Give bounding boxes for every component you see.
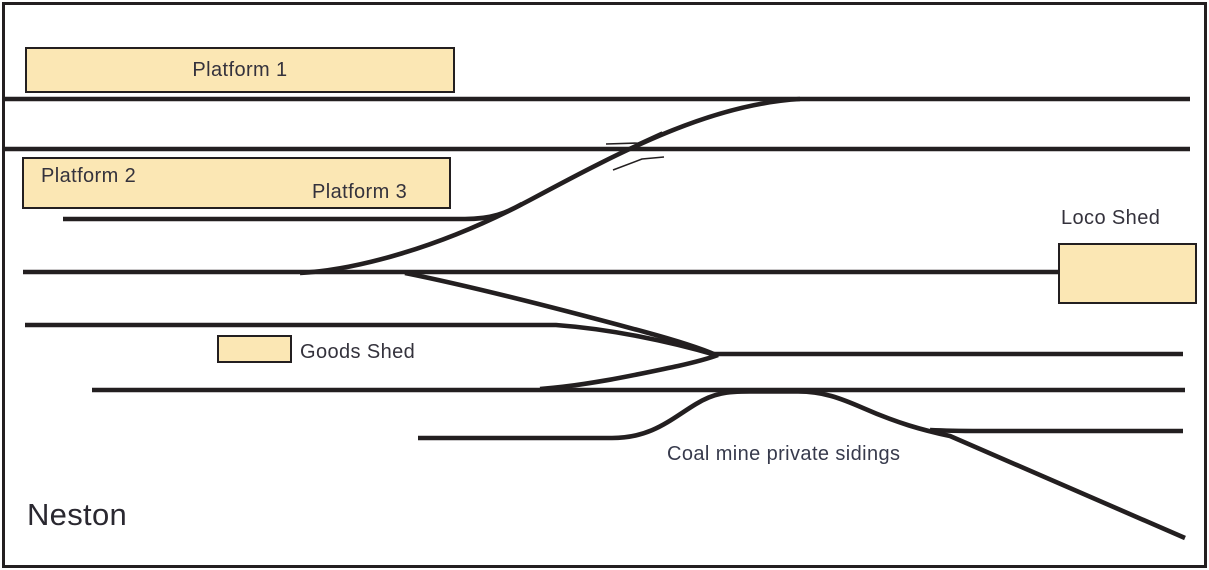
track-main-to-upmain-crossover xyxy=(299,96,801,276)
coal-sidings-annotation: Coal mine private sidings xyxy=(667,443,901,465)
track-loweryard-link xyxy=(539,352,719,392)
track-coal-branch xyxy=(418,389,1186,541)
diamond-crossing-marks xyxy=(605,131,665,171)
track-main-to-yard-diagonal xyxy=(404,270,717,358)
platform-3-label: Platform 3 xyxy=(312,181,408,203)
track-coal-siding-spur xyxy=(929,427,1183,434)
loco-shed-box xyxy=(1058,243,1197,304)
goods-shed-label: Goods Shed xyxy=(300,341,416,363)
crossing-check-rail-upper xyxy=(605,131,663,145)
crossing-check-rail-lower xyxy=(612,156,665,171)
platform-1-label: Platform 1 xyxy=(192,59,288,81)
loco-shed-label: Loco Shed xyxy=(1061,207,1161,229)
platform-1-box: Platform 1 xyxy=(25,47,455,93)
station-name: Neston xyxy=(27,497,128,532)
goods-shed-box xyxy=(217,335,292,363)
platform-2-3-island-box: Platform 2 Platform 3 xyxy=(22,157,451,209)
platform-2-label: Platform 2 xyxy=(41,165,137,187)
